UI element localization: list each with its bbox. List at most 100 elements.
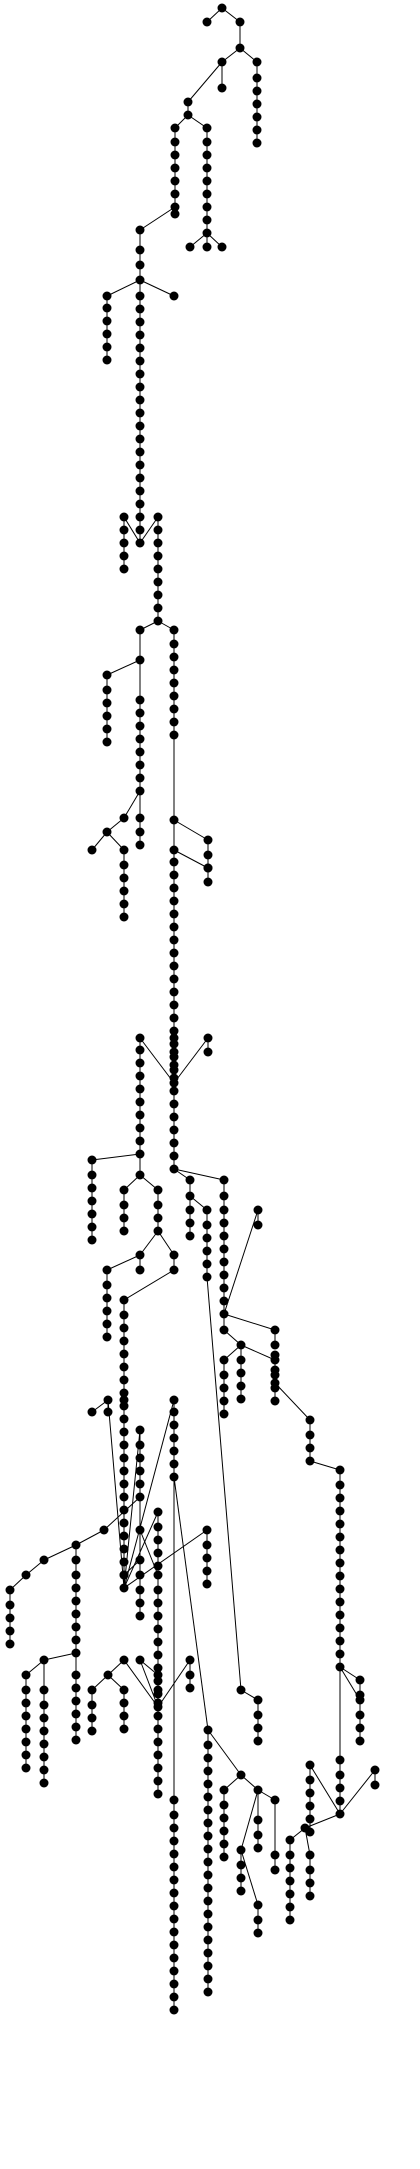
tree-node: [203, 1909, 213, 1919]
tree-node: [305, 1891, 315, 1901]
tree-node: [169, 1979, 179, 1989]
tree-node: [71, 1648, 81, 1658]
tree-node: [219, 1257, 229, 1267]
tree-node: [169, 691, 179, 701]
tree-node: [335, 1571, 345, 1581]
tree-node: [119, 1685, 129, 1695]
tree-edge: [123, 1511, 159, 1589]
tree-node: [202, 189, 212, 199]
tree-node: [335, 1636, 345, 1646]
tree-node: [135, 382, 145, 392]
tree-node: [335, 1532, 345, 1542]
tree-node: [236, 1873, 246, 1883]
tree-node: [203, 850, 213, 860]
tree-node: [270, 1795, 280, 1805]
tree-node: [170, 202, 180, 212]
tree-node: [103, 1407, 113, 1417]
tree-node: [169, 1953, 179, 1963]
tree-node: [119, 1505, 129, 1515]
tree-node: [169, 1888, 179, 1898]
tree-node: [253, 1220, 263, 1230]
tree-node: [335, 1519, 345, 1529]
tree-node: [119, 1440, 129, 1450]
tree-node: [253, 1815, 263, 1825]
tree-node: [202, 1566, 212, 1576]
tree-node: [71, 1722, 81, 1732]
tree-node: [102, 670, 112, 680]
tree-edge: [139, 206, 176, 231]
tree-node: [219, 1325, 229, 1335]
tree-node: [21, 1570, 31, 1580]
tree-node: [270, 1378, 280, 1388]
tree-node: [119, 813, 129, 823]
tree-node: [99, 1525, 109, 1535]
tree-node: [153, 1763, 163, 1773]
tree-node: [135, 447, 145, 457]
tree-node: [217, 242, 227, 252]
tree-node: [153, 1535, 163, 1545]
tree-node: [219, 1175, 229, 1185]
tree-node: [253, 1736, 263, 1746]
tree-node: [335, 1649, 345, 1659]
tree-node: [135, 1123, 145, 1133]
tree-node: [203, 1870, 213, 1880]
tree-edge: [240, 1344, 276, 1361]
tree-node: [153, 1724, 163, 1734]
tree-node: [153, 1776, 163, 1786]
tree-node: [135, 773, 145, 783]
tree-node: [135, 260, 145, 270]
tree-node: [202, 1540, 212, 1550]
tree-node: [119, 1375, 129, 1385]
tree-node: [202, 228, 212, 238]
tree-node: [169, 1966, 179, 1976]
tree-node: [39, 1713, 49, 1723]
tree-node: [203, 1753, 213, 1763]
tree-node: [203, 1961, 213, 1971]
tree-node: [71, 1635, 81, 1645]
tree-node: [253, 1900, 263, 1910]
tree-edge: [187, 61, 223, 103]
tree-node: [252, 125, 262, 135]
tree-node: [252, 73, 262, 83]
tree-node: [170, 163, 180, 173]
tree-edge: [123, 790, 141, 819]
tree-node: [169, 1086, 179, 1096]
tree-node: [119, 551, 129, 561]
tree-node: [169, 1265, 179, 1275]
tree-node: [87, 1726, 97, 1736]
tree-node: [5, 1585, 15, 1595]
tree-node: [169, 1125, 179, 1135]
tree-node: [219, 1370, 229, 1380]
tree-node: [153, 1522, 163, 1532]
tree-node: [39, 1655, 49, 1665]
tree-node: [87, 1196, 97, 1206]
tree-node: [39, 1739, 49, 1749]
tree-node: [169, 1026, 179, 1036]
tree-node: [300, 1823, 310, 1833]
tree-node: [335, 1480, 345, 1490]
tree-node: [21, 1711, 31, 1721]
tree-node: [169, 883, 179, 893]
tree-node: [153, 616, 163, 626]
tree-node: [102, 685, 112, 695]
tree-node: [119, 1453, 129, 1463]
tree-node: [169, 845, 179, 855]
tree-node: [87, 1235, 97, 1245]
tree-edge: [43, 1544, 77, 1561]
tree-node: [39, 1555, 49, 1565]
tree-node: [135, 1149, 145, 1159]
tree-node: [169, 704, 179, 714]
tree-edge: [157, 1230, 175, 1256]
tree-node: [119, 1362, 129, 1372]
tree-node: [135, 1058, 145, 1068]
tree-node: [305, 1456, 315, 1466]
tree-node: [119, 1185, 129, 1195]
tree-node: [217, 57, 227, 67]
tree-node: [252, 86, 262, 96]
tree-node: [169, 1940, 179, 1950]
tree-node: [305, 1865, 315, 1875]
tree-edge: [91, 1153, 141, 1161]
tree-node: [185, 242, 195, 252]
tree-node: [285, 1863, 295, 1873]
tree-node: [169, 1849, 179, 1859]
